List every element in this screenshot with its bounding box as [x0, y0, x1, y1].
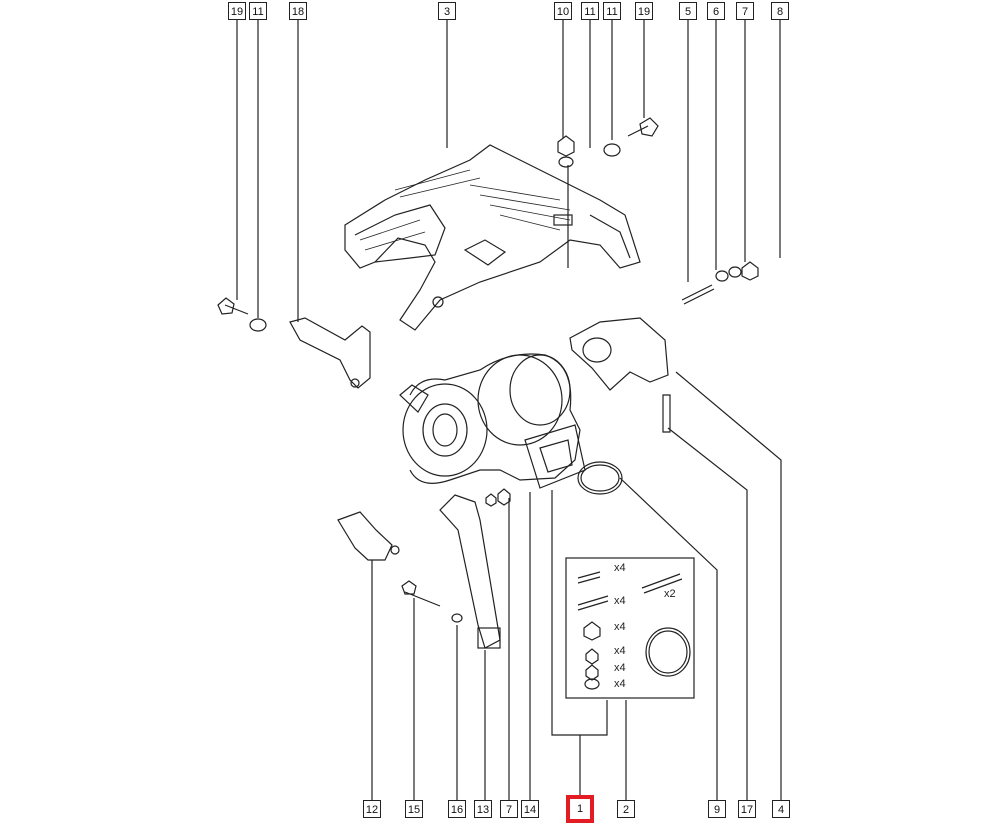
callout-1-highlighted[interactable]: 1 — [566, 795, 594, 823]
callout-9[interactable]: 9 — [708, 800, 726, 818]
callout-14[interactable]: 14 — [521, 800, 539, 818]
callout-18[interactable]: 18 — [289, 2, 307, 20]
callout-6[interactable]: 6 — [707, 2, 725, 20]
callout-10[interactable]: 10 — [554, 2, 572, 20]
kit-qty-small-nuts: x4 — [614, 662, 626, 674]
callout-8[interactable]: 8 — [771, 2, 789, 20]
kit-qty-studs-right: x2 — [664, 588, 676, 600]
kit-qty-locknuts: x4 — [614, 645, 626, 657]
callout-16[interactable]: 16 — [448, 800, 466, 818]
callout-7[interactable]: 7 — [500, 800, 518, 818]
kit-qty-long-studs: x4 — [614, 595, 626, 607]
callout-4[interactable]: 4 — [772, 800, 790, 818]
callout-11[interactable]: 11 — [581, 2, 599, 20]
kit-qty-washers: x4 — [614, 678, 626, 690]
callout-11[interactable]: 11 — [249, 2, 267, 20]
callout-11[interactable]: 11 — [603, 2, 621, 20]
kit-qty-studs: x4 — [614, 562, 626, 574]
callout-5[interactable]: 5 — [679, 2, 697, 20]
callout-17[interactable]: 17 — [738, 800, 756, 818]
callout-19[interactable]: 19 — [635, 2, 653, 20]
callout-12[interactable]: 12 — [363, 800, 381, 818]
callout-13[interactable]: 13 — [474, 800, 492, 818]
kit-qty-nuts: x4 — [614, 621, 626, 633]
callout-7[interactable]: 7 — [736, 2, 754, 20]
callout-15[interactable]: 15 — [405, 800, 423, 818]
callout-2[interactable]: 2 — [617, 800, 635, 818]
callout-3[interactable]: 3 — [438, 2, 456, 20]
callout-19[interactable]: 19 — [228, 2, 246, 20]
